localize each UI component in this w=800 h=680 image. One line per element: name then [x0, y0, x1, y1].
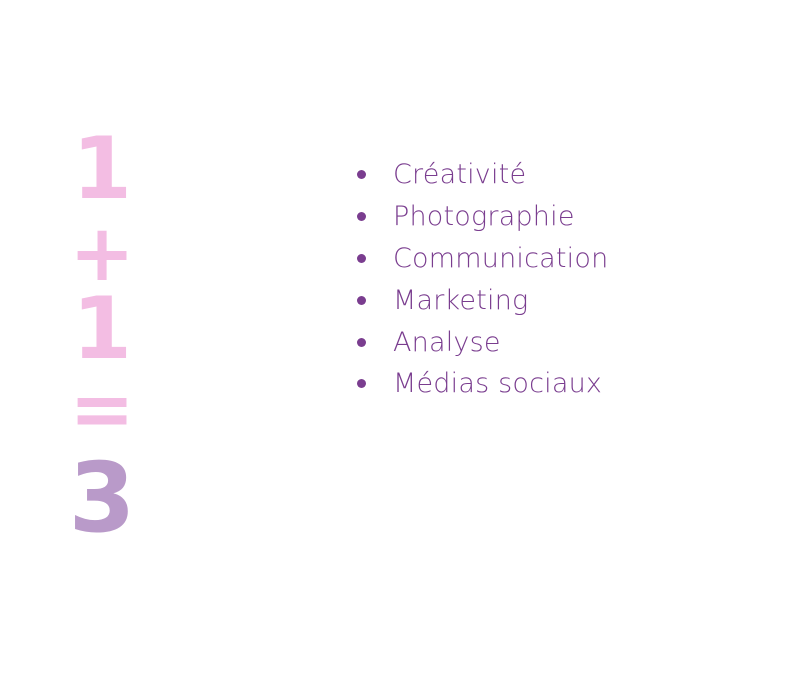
bullet-dot	[357, 212, 366, 222]
skill-label: Photographie	[393, 201, 575, 233]
skill-label: Créativité	[393, 159, 527, 191]
equation-first-number: 1	[72, 119, 132, 219]
bullet-dot	[357, 379, 366, 389]
skill-item-social-media: Médias sociaux	[355, 363, 608, 405]
skill-item-creativity: Créativité	[355, 154, 608, 196]
skill-label: Marketing	[393, 284, 529, 316]
skill-label: Analyse	[393, 326, 501, 358]
bullet-dot	[357, 170, 366, 180]
skill-item-photography: Photographie	[355, 196, 608, 238]
skill-label: Médias sociaux	[393, 368, 603, 400]
equation-plus-sign: +	[69, 209, 135, 299]
equation-equals-sign: =	[69, 365, 135, 455]
bullet-dot	[357, 337, 366, 347]
skill-label: Communication	[393, 242, 609, 274]
skills-list: Créativité Photographie Communication Ma…	[355, 154, 608, 405]
bullet-dot	[357, 295, 366, 305]
skill-item-marketing: Marketing	[355, 279, 608, 321]
equation-result: 3	[68, 442, 136, 554]
skill-item-communication: Communication	[355, 238, 608, 280]
bullet-dot	[357, 253, 366, 263]
equation-second-number: 1	[72, 279, 132, 379]
skill-item-analysis: Analyse	[355, 321, 608, 363]
